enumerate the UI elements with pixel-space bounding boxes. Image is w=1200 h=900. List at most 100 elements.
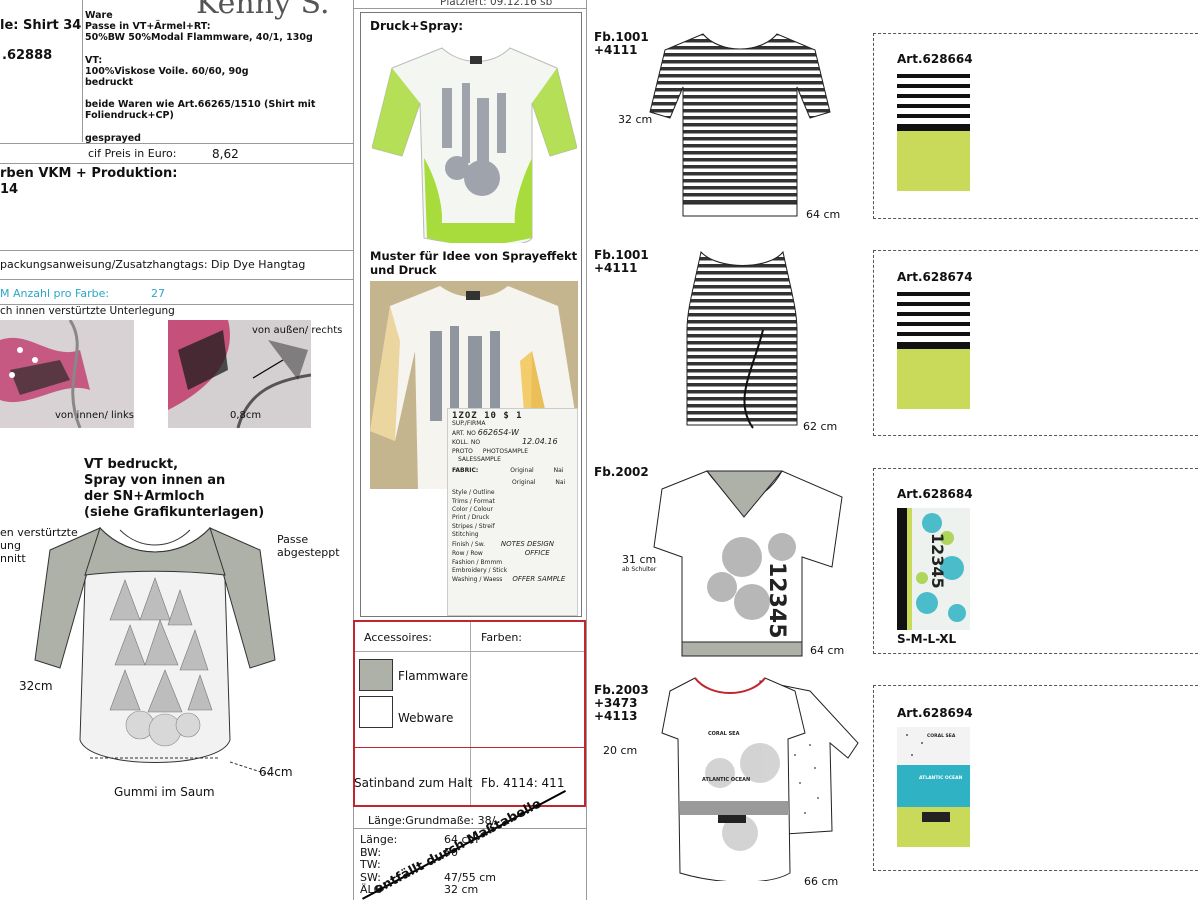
variant-4-label: Fb.2003 +3473 +4113: [594, 684, 649, 723]
sketch-note-right: Passe abgesteppt: [277, 533, 340, 559]
variant-4-m1: 20 cm: [603, 744, 638, 757]
variant-1-m2: 64 cm: [806, 208, 841, 221]
fabric-description: Ware Passe in VT+Ärmel+RT: 50%BW 50%Moda…: [85, 10, 350, 144]
fabric-line: gesprayed: [85, 132, 141, 144]
tag-line: KOLL. NO: [452, 439, 481, 447]
variant-4-print-coral: CORAL SEA: [708, 731, 740, 737]
colors-vkm-heading: rben VKM + Produktion:: [0, 166, 178, 181]
measure-header: Länge:Grundmaße: 38/: [368, 814, 496, 827]
variant-3-art: Art.628684: [897, 487, 973, 501]
variant-4-art: Art.628694: [897, 706, 973, 720]
fabric-line: 100%Viskose Voile. 60/60, 90g: [85, 65, 249, 77]
variant-3-m2: 64 cm: [810, 644, 845, 657]
variant-4-swatch-box: [873, 685, 1200, 871]
price-label: cif Preis in Euro:: [88, 147, 177, 160]
variant-1-art: Art.628664: [897, 52, 973, 66]
tag-line: Stitching: [452, 531, 479, 539]
druck-spray-heading: Druck+Spray:: [370, 19, 464, 33]
variant-3-print-numbers: 12345: [764, 562, 789, 639]
variant-4-sketch: CORAL SEA ATLANTIC OCEAN: [661, 677, 859, 881]
variant-1-sketch: [649, 33, 831, 217]
tag-line: Fashion / Bmmm: [452, 558, 503, 566]
tag-line: ART. NO: [452, 429, 476, 437]
article-number: .62888: [2, 48, 53, 63]
measure-row-label: ÄLG: [360, 883, 383, 897]
fb-code: +4111: [594, 43, 638, 57]
fb-code: +4113: [594, 709, 638, 723]
measure-width: 32cm: [19, 679, 53, 693]
fabric-line: VT:: [85, 54, 103, 66]
fb-code: Fb.1001: [594, 248, 649, 262]
fb-code: Fb.2003: [594, 683, 649, 697]
fabric-line: Passe in VT+Ärmel+RT:: [85, 21, 211, 33]
measure-row-label: BW:: [360, 845, 382, 859]
tag-handwritten: 12.04.16: [521, 437, 558, 447]
tag-handwritten: OFFER SAMPLE: [512, 575, 566, 584]
tag-handwritten: OFFICE: [524, 549, 550, 558]
brand-logo: Kenny S.: [196, 0, 330, 21]
tag-line: Embroidery / Stick: [452, 566, 508, 574]
webware-swatch: [359, 696, 393, 728]
measure-row-label: TW:: [360, 858, 381, 872]
measure-row-value: 32 cm: [444, 883, 479, 897]
style-label: le: Shirt 34: [0, 18, 82, 33]
webware-label: Webware: [398, 711, 454, 725]
variant-3-swatch-box: [873, 468, 1200, 654]
accessories-label: Accessoires:: [364, 631, 432, 644]
note-line: Passe: [277, 533, 309, 546]
muster-heading: Muster für Idee von Sprayeffekt und Druc…: [370, 249, 578, 277]
fabric-line: beide Waren wie Art.66265/1510 (Shirt mi…: [85, 99, 316, 111]
note-line: abgesteppt: [277, 546, 340, 559]
flammware-swatch: [359, 659, 393, 691]
variant-2-sketch: [686, 250, 798, 429]
variant-2-label: Fb.1001 +4111: [594, 249, 649, 275]
farben-label: Farben:: [481, 631, 523, 644]
variant-2-m2: 62 cm: [803, 420, 838, 433]
sketch-title: VT bedruckt, Spray von innen an der SN+A…: [84, 457, 264, 521]
flammware-label: Flammware: [398, 669, 469, 683]
variant-1-m1: 32 cm: [618, 113, 653, 126]
shirt-sketch-main: [34, 527, 276, 776]
accessories-box: Accessoires: Farben: Flammware Webware S…: [353, 620, 586, 807]
sketch-title-line: der SN+Armloch: [84, 489, 205, 504]
variant-2-art: Art.628674: [897, 270, 973, 284]
variant-3-sketch: 12345: [653, 470, 843, 657]
variant-1-label: Fb.1001 +4111: [594, 31, 649, 57]
packing-instructions: packungsanweisung/Zusatzhangtags: Dip Dy…: [0, 258, 306, 271]
variant-1-swatch-box: [873, 33, 1200, 219]
price-value: 8,62: [212, 147, 239, 161]
variant-3-m1: 31 cm: [622, 553, 657, 566]
tag-line: SUP./FIRMA: [452, 420, 486, 428]
tag-col: SALESSAMPLE: [458, 456, 501, 464]
variant-3-swatch-print: 12345: [928, 533, 947, 589]
fabric-line: bedruckt: [85, 77, 133, 89]
detail-caption: ch innen verstürtzte Unterlegung: [0, 305, 175, 317]
measure-row-label: SW:: [360, 870, 381, 884]
fabric-line: 50%BW 50%Modal Flammware, 40/1, 130g: [85, 32, 313, 44]
variant-1-swatch: [897, 71, 970, 191]
variant-3-m1sub: ab Schulter: [622, 566, 657, 573]
tag-col: Nai: [555, 478, 566, 486]
tag-handwritten: NOTES DESIGN: [500, 539, 555, 548]
variant-3-sizes: S-M-L-XL: [897, 632, 957, 646]
note-line: ung: [0, 539, 21, 552]
tag-line: FABRIC:: [452, 467, 479, 475]
variant-4-swatch-coral: CORAL SEA: [927, 733, 956, 739]
measure-row-value: 47/55 cm: [444, 870, 496, 884]
measure-row-label: Länge:: [360, 833, 398, 846]
tag-col: Original: [510, 467, 534, 475]
variant-4-m2: 66 cm: [804, 875, 839, 888]
sketch-note-left: en verstürtzte ung nnitt: [0, 526, 78, 565]
fb-code: Fb.2002: [594, 465, 649, 479]
quantity-label: M Anzahl pro Farbe:: [0, 287, 110, 300]
label-outside: von außen/ rechts: [252, 325, 343, 336]
hang-tag-photo: 1ZOZ 10 $ 1 SUP./FIRMA ART. NO 6626S4-W …: [447, 408, 578, 616]
sketch-title-line: (siehe Grafikunterlagen): [84, 505, 265, 520]
placed-date: Platziert: 09.12.16 sb: [440, 0, 553, 8]
colors-vkm-value: 14: [0, 182, 19, 197]
druck-shirt-photo: [372, 47, 577, 243]
detail-photo-outside: [168, 320, 311, 428]
tag-line: Print / Druck: [452, 514, 490, 522]
note-line: nnitt: [0, 552, 26, 565]
variant-4-print-atlantic: ATLANTIC OCEAN: [702, 777, 750, 783]
